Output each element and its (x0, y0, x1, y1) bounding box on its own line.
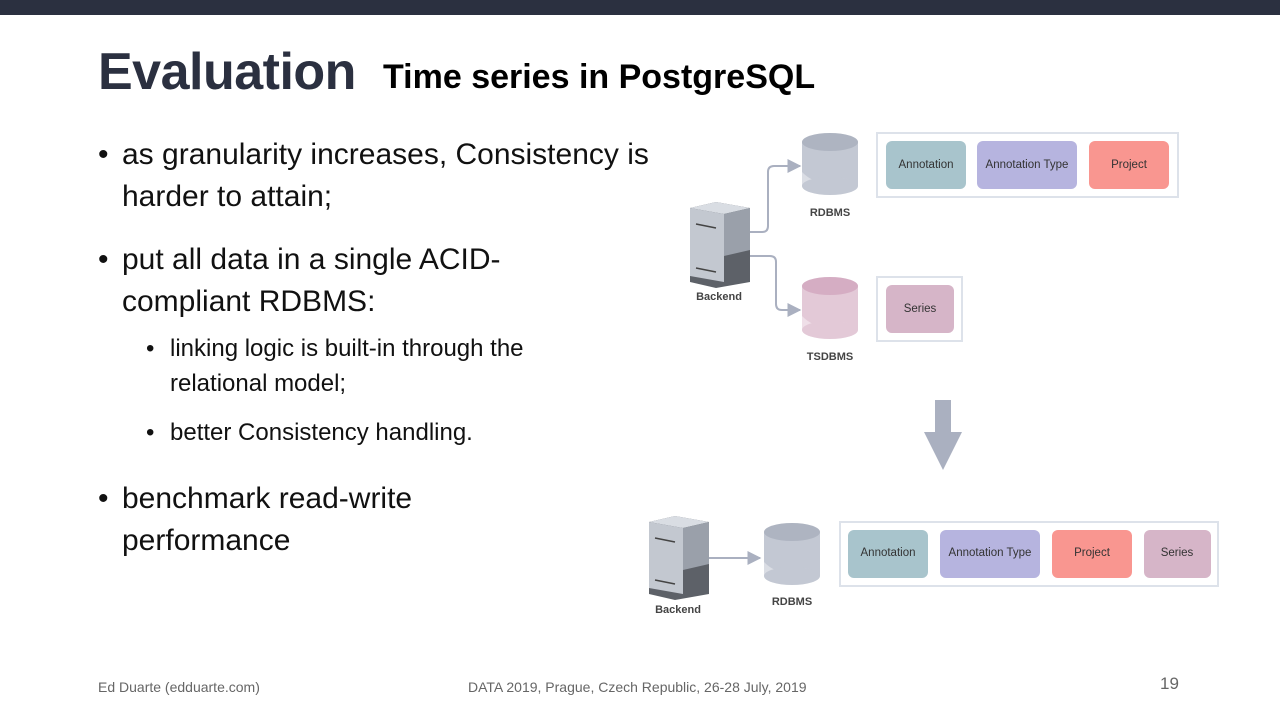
table-series-label-bottom: Series (1161, 547, 1194, 559)
table-project-bottom (1052, 530, 1132, 578)
table-annotation-type-top (977, 141, 1077, 189)
backend-label-top: Backend (696, 291, 742, 303)
table-annotation-top (886, 141, 966, 189)
bullet-benchmark: benchmark read-write performance (98, 478, 452, 562)
bullet-single-rdbms: put all data in a single ACID-compliant … (98, 239, 542, 323)
slide-title: Evaluation (98, 43, 356, 101)
table-annotation-type-label-bottom: Annotation Type (949, 547, 1032, 559)
table-annotation-type-bottom (940, 530, 1040, 578)
connector-backend-rdbms (750, 159, 802, 233)
backend-label-bottom: Backend (655, 604, 701, 616)
tsdbms-database-icon (802, 277, 858, 339)
footer-author: Ed Duarte (edduarte.com) (98, 679, 260, 695)
table-annotation-type-label-top: Annotation Type (986, 159, 1069, 171)
rdbms-database-icon (802, 133, 858, 195)
top-bar (0, 0, 1280, 15)
footer-event: DATA 2019, Prague, Czech Republic, 26-28… (468, 679, 807, 695)
table-series-label-top: Series (904, 303, 937, 315)
backend-server-icon-bottom (649, 516, 709, 600)
connector-backend-tsdbms (750, 255, 802, 317)
slide-subtitle: Time series in PostgreSQL (383, 58, 816, 96)
table-series-top (886, 285, 954, 333)
rdbms-label-top: RDBMS (810, 207, 850, 219)
rdbms-label-bottom: RDBMS (772, 596, 812, 608)
table-series-bottom (1144, 530, 1211, 578)
bullet-list: as granularity increases, Consistency is… (98, 134, 658, 562)
rdbms-database-icon-bottom (764, 523, 820, 585)
backend-server-icon (690, 202, 750, 288)
table-project-top (1089, 141, 1169, 189)
down-arrow-icon (924, 400, 962, 470)
subbullet-linking-logic: linking logic is built-in through the re… (146, 331, 590, 401)
bullet-granularity: as granularity increases, Consistency is… (98, 134, 658, 218)
table-annotation-label-top: Annotation (899, 159, 954, 171)
subbullet-consistency: better Consistency handling. (146, 415, 658, 450)
table-annotation-label-bottom: Annotation (861, 547, 916, 559)
table-project-label-bottom: Project (1074, 547, 1111, 559)
table-project-label-top: Project (1111, 159, 1148, 171)
table-annotation-bottom (848, 530, 928, 578)
tsdbms-label: TSDBMS (807, 351, 853, 363)
page-number: 19 (1160, 674, 1179, 693)
